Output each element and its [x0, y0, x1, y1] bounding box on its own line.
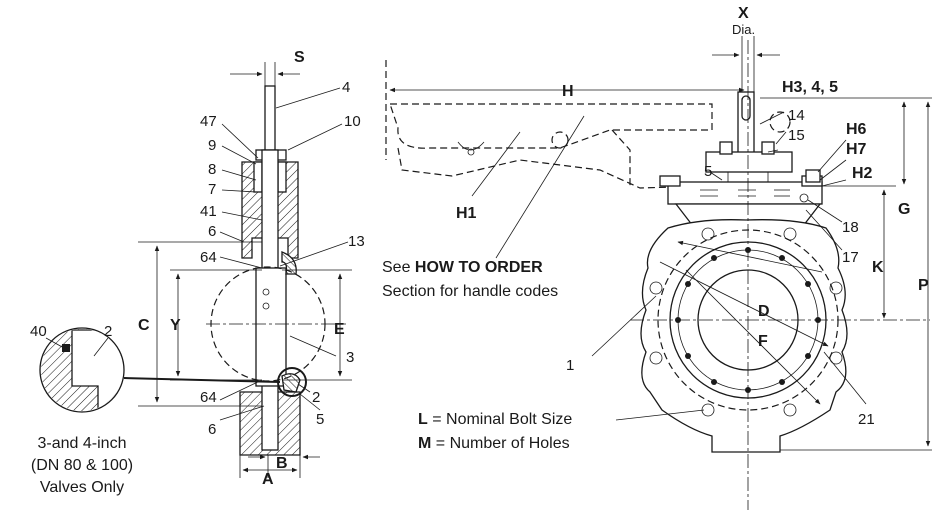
label-8: 8 [208, 161, 216, 178]
label-2-detail: 2 [104, 323, 112, 340]
label-5-right: 5 [704, 163, 712, 180]
label-21: 21 [858, 411, 875, 428]
handle-note-line-1: See HOW TO ORDER [382, 259, 543, 276]
label-6-top: 6 [208, 223, 216, 240]
label-41: 41 [200, 203, 217, 220]
handle-note: See HOW TO ORDER Section for handle code… [382, 259, 558, 300]
label-C: C [138, 317, 150, 334]
label-10: 10 [344, 113, 361, 130]
detail-note-line-3: Valves Only [40, 479, 124, 496]
label-64-top: 64 [200, 249, 217, 266]
label-13: 13 [348, 233, 365, 250]
bolt-notes: L = Nominal Bolt Size M = Number of Hole… [418, 411, 572, 452]
label-3: 3 [346, 349, 354, 366]
label-B: B [276, 455, 288, 472]
label-dia: Dia. [732, 22, 755, 37]
seat-detail-view [39, 327, 281, 413]
label-F: F [758, 333, 768, 350]
hole-count-note: M = Number of Holes [418, 435, 570, 452]
label-47: 47 [200, 113, 217, 130]
label-H1: H1 [456, 205, 477, 222]
label-4: 4 [342, 79, 350, 96]
label-15: 15 [788, 127, 805, 144]
label-X: X [738, 5, 749, 22]
label-1: 1 [566, 357, 574, 374]
label-P: P [918, 277, 929, 294]
label-Y: Y [170, 317, 181, 334]
label-17: 17 [842, 249, 859, 266]
bolt-size-note: L = Nominal Bolt Size [418, 411, 572, 428]
handle-note-line-2: Section for handle codes [382, 283, 558, 300]
label-E: E [334, 321, 345, 338]
detail-note-line-2: (DN 80 & 100) [31, 457, 133, 474]
label-9: 9 [208, 137, 216, 154]
label-A: A [262, 471, 274, 488]
label-2-right: 2 [312, 389, 320, 406]
label-H345: H3, 4, 5 [782, 79, 838, 96]
label-S: S [294, 49, 305, 66]
label-5-left: 5 [316, 411, 324, 428]
label-D: D [758, 303, 770, 320]
label-H: H [562, 83, 574, 100]
label-H2: H2 [852, 165, 873, 182]
label-64-bottom: 64 [200, 389, 217, 406]
front-view [385, 36, 932, 510]
part-labels: S 4 47 10 9 8 7 41 6 13 64 C Y E 3 64 2 … [30, 5, 929, 488]
label-40: 40 [30, 323, 47, 340]
label-18: 18 [842, 219, 859, 236]
label-K: K [872, 259, 884, 276]
label-14: 14 [788, 107, 805, 124]
label-G: G [898, 201, 910, 218]
label-6-bottom: 6 [208, 421, 216, 438]
label-H6: H6 [846, 121, 867, 138]
label-H7: H7 [846, 141, 867, 158]
detail-note: 3-and 4-inch (DN 80 & 100) Valves Only [31, 435, 133, 496]
detail-note-line-1: 3-and 4-inch [38, 435, 127, 452]
side-section-view [138, 62, 352, 478]
label-7: 7 [208, 181, 216, 198]
